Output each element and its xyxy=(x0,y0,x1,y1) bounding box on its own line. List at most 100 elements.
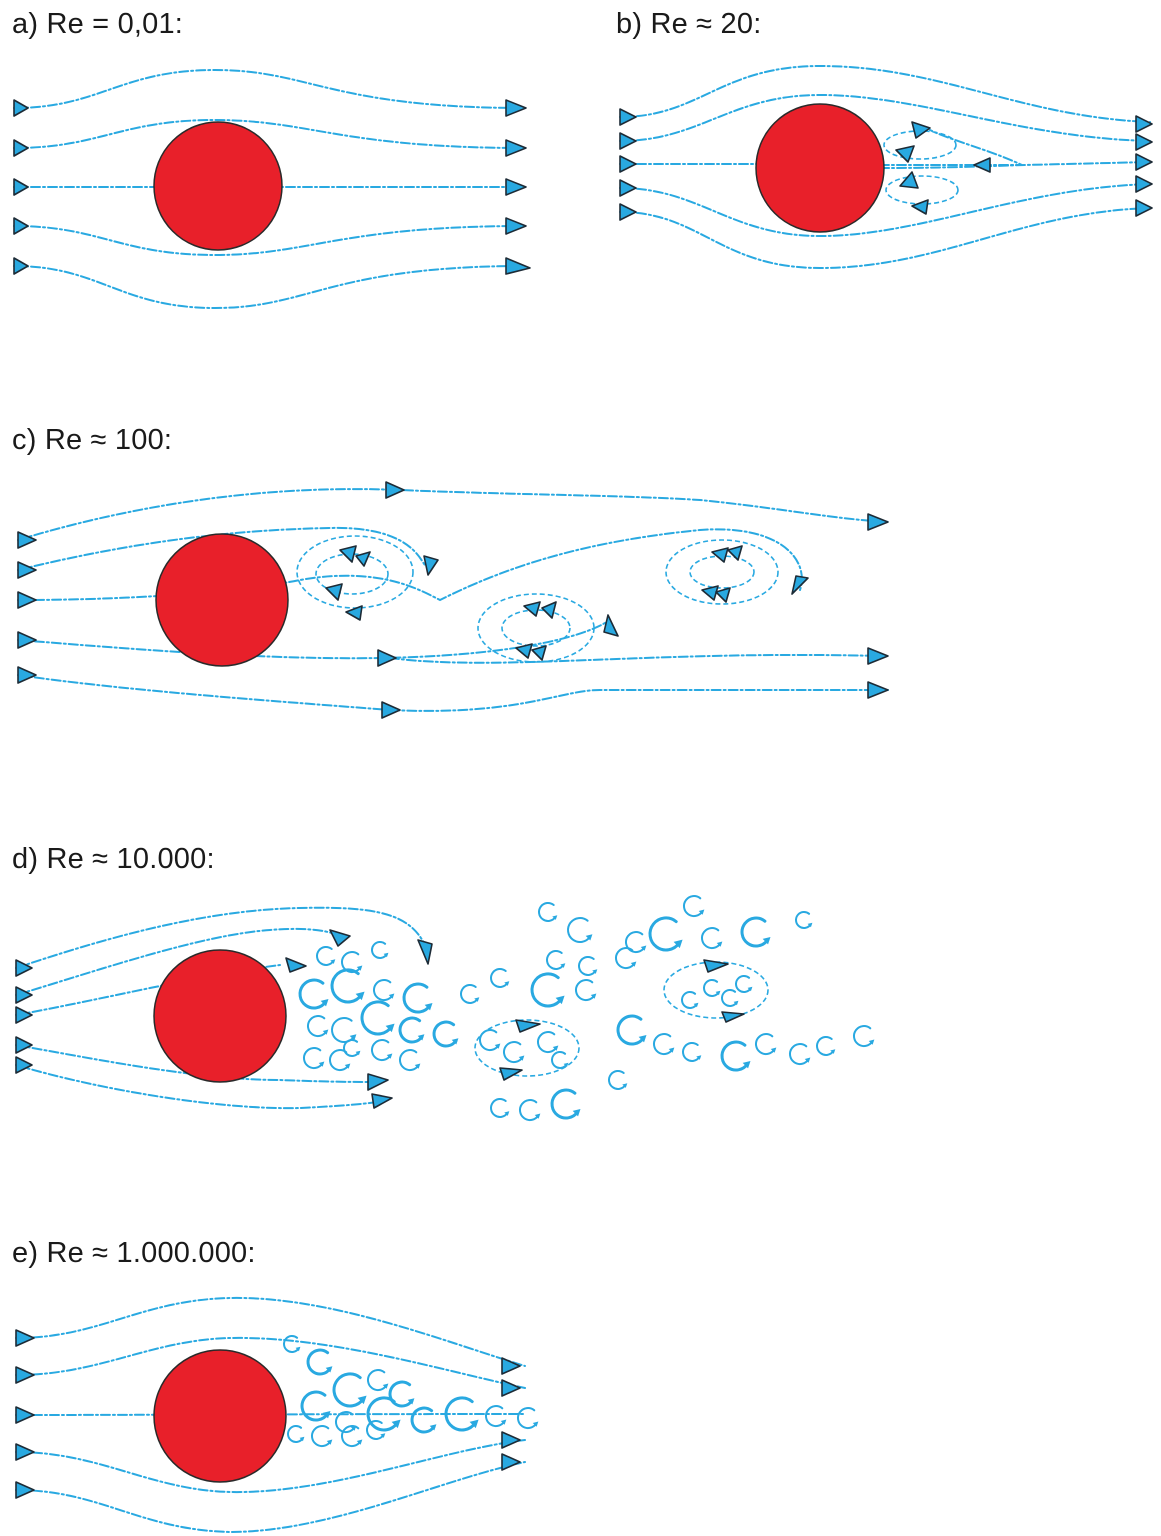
eddy-arrowhead-icon xyxy=(807,922,813,928)
eddy-icon xyxy=(444,1396,477,1432)
eddy-arrowhead-icon xyxy=(299,1436,305,1442)
outflow-arrow-icon xyxy=(501,1357,521,1375)
eddy-icon xyxy=(388,1380,414,1408)
vortex-arrow-icon xyxy=(973,157,991,173)
eddy-arrowhead-icon xyxy=(640,945,647,951)
eddy-icon xyxy=(681,991,698,1009)
vortex-arrow-icon xyxy=(339,545,357,563)
eddy-arrowhead-icon xyxy=(474,997,480,1002)
inflow-arrow-icon xyxy=(13,99,29,117)
cylinder xyxy=(153,1349,287,1483)
outflow-arrow-icon xyxy=(1135,115,1153,133)
eddy-arrowhead-icon xyxy=(630,961,637,967)
vortex-arrow-icon xyxy=(899,171,919,189)
eddy-arrowhead-icon xyxy=(356,965,363,971)
eddy-arrowhead-icon xyxy=(326,1439,333,1445)
streamline xyxy=(17,619,611,660)
streamline xyxy=(619,93,1151,142)
eddy-arrowhead-icon xyxy=(747,986,753,992)
inflow-arrow-icon xyxy=(17,591,37,609)
eddy-arrowhead-icon xyxy=(560,963,566,968)
eddy-icon xyxy=(366,1369,388,1392)
streamline xyxy=(15,906,426,969)
eddy-arrowhead-icon xyxy=(469,1419,479,1429)
flow-arrow-icon xyxy=(377,649,397,667)
eddy-icon xyxy=(360,1000,393,1036)
eddy-icon xyxy=(298,978,328,1010)
eddy-arrowhead-icon xyxy=(518,1055,525,1061)
cylinder xyxy=(155,533,289,667)
vortex-ring xyxy=(665,539,779,605)
outflow-arrow-icon xyxy=(501,1379,521,1397)
eddy-icon xyxy=(410,1406,436,1434)
inflow-arrow-icon xyxy=(17,631,37,649)
streamline xyxy=(15,1064,389,1110)
eddy-arrowhead-icon xyxy=(500,1419,507,1425)
inflow-arrow-icon xyxy=(15,1366,35,1384)
eddy-icon xyxy=(788,1043,810,1066)
inflow-arrow-icon xyxy=(15,1036,33,1054)
eddy-arrowhead-icon xyxy=(572,1108,581,1117)
eddy-arrowhead-icon xyxy=(383,952,389,958)
vortex-arrow-icon xyxy=(911,199,929,215)
eddy-icon xyxy=(682,895,704,918)
eddy-icon xyxy=(306,1348,332,1376)
eddy-icon xyxy=(370,1039,392,1062)
eddy-icon xyxy=(816,1036,835,1056)
inflow-arrow-icon xyxy=(15,986,33,1004)
inflow-arrow-icon xyxy=(15,1443,35,1461)
eddy-icon xyxy=(567,917,591,943)
vortex-arrow-icon xyxy=(911,121,931,139)
flow-arrow-icon xyxy=(285,957,307,973)
streamline xyxy=(15,927,346,996)
flow-arrow-icon xyxy=(371,1093,393,1109)
panel-e-diagram xyxy=(15,1296,539,1534)
eddy-arrowhead-icon xyxy=(696,1055,702,1060)
panel-c-label: c) Re ≈ 100: xyxy=(12,424,173,456)
eddy-icon xyxy=(550,1088,580,1120)
vortex-arrow-icon xyxy=(515,643,533,659)
eddy-arrowhead-icon xyxy=(585,934,593,941)
eddy-icon xyxy=(460,984,479,1004)
eddy-arrowhead-icon xyxy=(868,1039,875,1045)
eddy-arrowhead-icon xyxy=(391,1419,401,1429)
eddy-icon xyxy=(398,1049,420,1072)
streamline xyxy=(17,674,889,712)
vortex-ring xyxy=(477,593,595,663)
vortex-arrow-icon xyxy=(355,551,371,567)
vortex-arrow-icon xyxy=(895,145,915,163)
inflow-arrow-icon xyxy=(13,139,29,157)
turbulent-eddies xyxy=(298,895,875,1122)
eddy-icon xyxy=(328,1049,350,1072)
eddy-icon xyxy=(682,1042,701,1062)
eddy-icon xyxy=(795,911,812,929)
inflow-arrow-icon xyxy=(15,959,33,977)
vortex-arrow-icon xyxy=(721,1011,745,1023)
inflow-arrow-icon xyxy=(15,1056,33,1074)
vortex-arrow-icon xyxy=(701,585,719,601)
inflow-arrow-icon xyxy=(17,561,37,579)
eddy-arrowhead-icon xyxy=(357,1395,367,1405)
cylinder xyxy=(153,121,283,251)
eddy-arrowhead-icon xyxy=(385,1023,395,1033)
eddy-icon xyxy=(852,1025,874,1048)
streamline xyxy=(13,225,526,257)
eddy-icon xyxy=(551,1051,568,1069)
vortex-arrow-icon xyxy=(703,959,729,973)
eddy-cluster xyxy=(663,961,769,1019)
eddy-icon xyxy=(538,902,557,922)
eddy-arrowhead-icon xyxy=(355,991,365,1001)
eddy-arrowhead-icon xyxy=(356,1439,363,1445)
panel-b-label: b) Re ≈ 20: xyxy=(616,8,762,40)
eddy-icon xyxy=(287,1425,304,1443)
flow-arrow-icon xyxy=(329,929,351,947)
eddy-icon xyxy=(302,1047,324,1070)
eddy-arrowhead-icon xyxy=(380,1433,386,1438)
panel-a-diagram xyxy=(13,68,531,310)
eddy-arrowhead-icon xyxy=(673,939,683,949)
eddy-icon xyxy=(616,1014,646,1046)
outflow-arrow-icon xyxy=(505,257,531,275)
vortex-arrow-icon xyxy=(603,614,619,637)
panel-b-diagram xyxy=(619,64,1153,270)
eddy-arrowhead-icon xyxy=(295,1346,301,1352)
